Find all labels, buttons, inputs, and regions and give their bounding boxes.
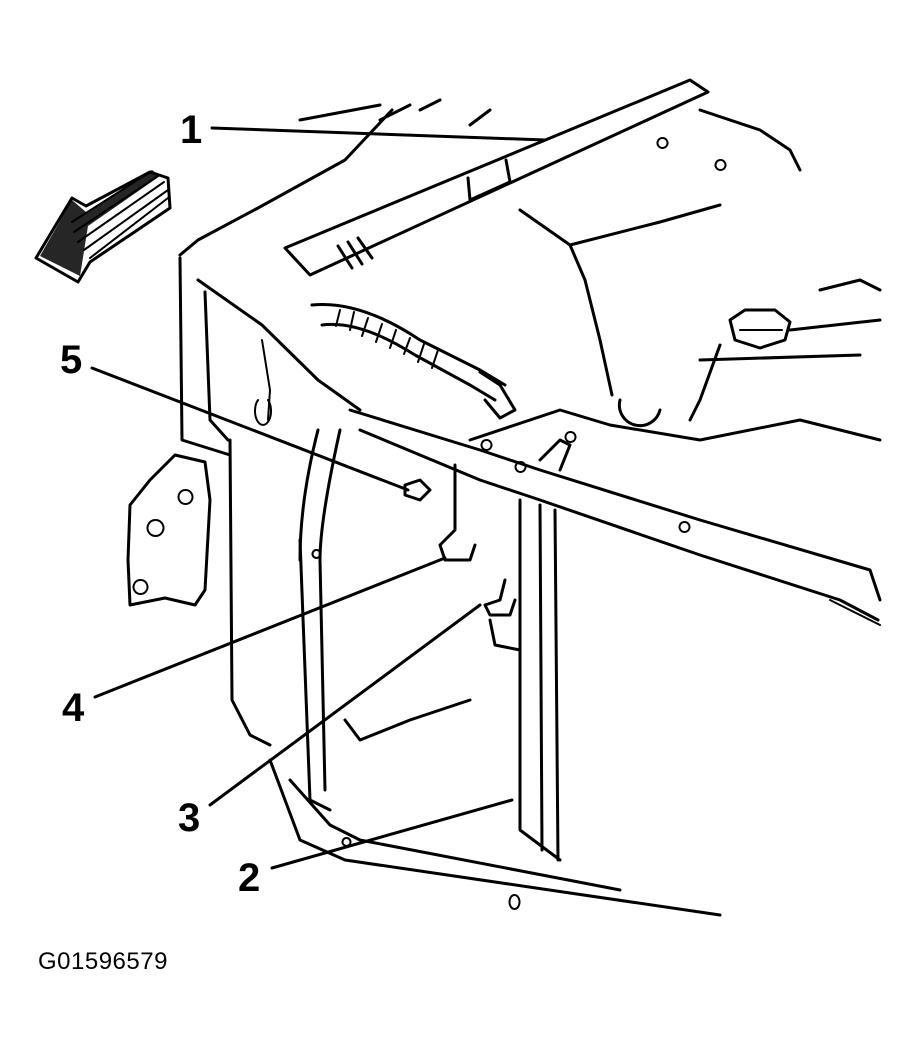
wiring-harness-hose	[310, 302, 517, 420]
figure-id-label: G01596579	[38, 948, 168, 975]
hinge-bracket	[126, 453, 212, 607]
front-direction-arrow-icon	[34, 170, 172, 284]
ac-line-fittings	[403, 463, 522, 652]
callout-5: 5	[60, 338, 83, 382]
callout-3: 3	[178, 796, 201, 840]
callout-1: 1	[180, 108, 203, 152]
callout-4: 4	[62, 686, 85, 730]
condenser-frame	[268, 428, 722, 917]
callout-2: 2	[238, 856, 261, 900]
upper-rail	[283, 78, 727, 277]
fender-panel	[178, 98, 802, 747]
leader-lines	[90, 126, 547, 870]
reservoir-cap	[617, 278, 882, 442]
radiator-support-rail	[348, 408, 882, 862]
